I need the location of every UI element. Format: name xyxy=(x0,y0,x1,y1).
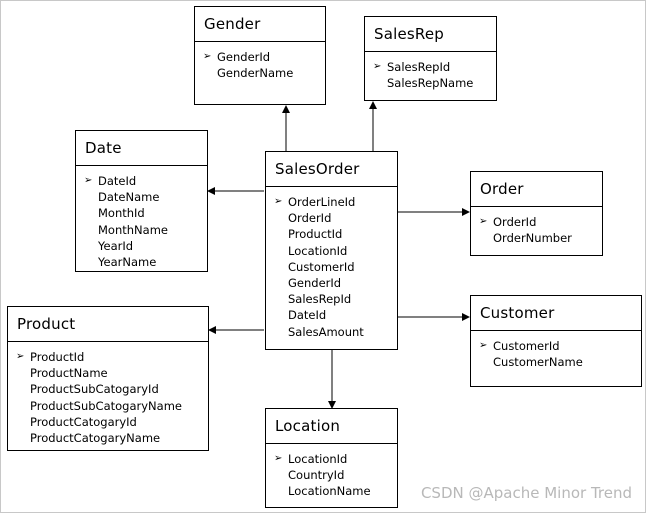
entity-date-fields: ➢ DateId DateName MonthId MonthName YearI… xyxy=(76,166,207,270)
primary-key-arrow-icon: ➢ xyxy=(373,61,382,72)
entity-location-title: Location xyxy=(266,409,397,444)
field-product-productid[interactable]: ➢ ProductId xyxy=(8,349,208,365)
field-label: ProductId xyxy=(30,350,85,364)
field-label: GenderName xyxy=(217,66,294,81)
field-label: GenderId xyxy=(217,50,271,64)
field-salesorder-salesrepid[interactable]: SalesRepId xyxy=(266,291,397,307)
entity-product[interactable]: Product ➢ ProductId ProductName ProductSu… xyxy=(7,306,209,451)
field-label: SalesRepId xyxy=(387,60,451,74)
field-label: CustomerId xyxy=(493,339,560,353)
field-label: ProductSubCatogaryName xyxy=(30,398,182,413)
field-product-productcatogaryid[interactable]: ProductCatogaryId xyxy=(8,414,208,430)
field-label: OrderId xyxy=(493,215,537,229)
field-label: DateId xyxy=(98,174,137,188)
field-order-ordernumber[interactable]: OrderNumber xyxy=(471,230,602,246)
field-salesorder-dateid[interactable]: DateId xyxy=(266,307,397,323)
field-label: GenderId xyxy=(288,275,342,290)
entity-order-fields: ➢ OrderId OrderNumber xyxy=(471,207,602,246)
field-customer-customername[interactable]: CustomerName xyxy=(471,354,641,370)
entity-gender-fields: ➢ GenderId GenderName xyxy=(195,42,325,81)
field-product-productcatogaryname[interactable]: ProductCatogaryName xyxy=(8,430,208,446)
field-label: CustomerName xyxy=(493,355,583,370)
field-salesorder-orderid[interactable]: OrderId xyxy=(266,210,397,226)
field-label: OrderId xyxy=(288,211,332,226)
primary-key-arrow-icon: ➢ xyxy=(84,175,93,186)
entity-customer[interactable]: Customer ➢ CustomerId CustomerName xyxy=(470,295,642,387)
entity-gender-title: Gender xyxy=(195,7,325,42)
field-location-locationid[interactable]: ➢ LocationId xyxy=(266,451,397,467)
primary-key-arrow-icon: ➢ xyxy=(274,196,283,207)
field-label: MonthName xyxy=(98,222,168,237)
field-product-productname[interactable]: ProductName xyxy=(8,365,208,381)
field-location-locationname[interactable]: LocationName xyxy=(266,483,397,499)
field-label: DateId xyxy=(288,308,327,323)
field-label: LocationId xyxy=(288,243,348,258)
field-date-yearid[interactable]: YearId xyxy=(76,238,207,254)
entity-salesorder-fields: ➢ OrderLineId OrderId ProductId LocationI… xyxy=(266,187,397,340)
field-salesorder-genderid[interactable]: GenderId xyxy=(266,275,397,291)
field-salesorder-productid[interactable]: ProductId xyxy=(266,226,397,242)
entity-customer-title: Customer xyxy=(471,296,641,331)
field-label: ProductId xyxy=(288,227,343,242)
watermark-text: CSDN @Apache Minor Trend xyxy=(420,484,632,502)
field-label: MonthId xyxy=(98,206,145,221)
entity-order-title: Order xyxy=(471,172,602,207)
entity-salesrep-fields: ➢ SalesRepId SalesRepName xyxy=(365,52,496,91)
field-product-productsubcatogaryid[interactable]: ProductSubCatogaryId xyxy=(8,381,208,397)
entity-salesrep[interactable]: SalesRep ➢ SalesRepId SalesRepName xyxy=(364,16,497,101)
field-label: DateName xyxy=(98,190,160,205)
field-label: OrderNumber xyxy=(493,231,572,246)
field-date-datename[interactable]: DateName xyxy=(76,189,207,205)
entity-product-fields: ➢ ProductId ProductName ProductSubCatogar… xyxy=(8,342,208,446)
field-salesorder-salesamount[interactable]: SalesAmount xyxy=(266,324,397,340)
field-location-countryid[interactable]: CountryId xyxy=(266,467,397,483)
primary-key-arrow-icon: ➢ xyxy=(16,351,25,362)
field-label: YearId xyxy=(98,238,134,253)
field-label: ProductCatogaryId xyxy=(30,414,137,429)
entity-location[interactable]: Location ➢ LocationId CountryId LocationN… xyxy=(265,408,398,508)
entity-date-title: Date xyxy=(76,131,207,166)
field-label: CountryId xyxy=(288,468,345,483)
primary-key-arrow-icon: ➢ xyxy=(203,51,212,62)
field-label: LocationId xyxy=(288,452,348,466)
field-gender-gendername[interactable]: GenderName xyxy=(195,65,325,81)
field-label: ProductName xyxy=(30,366,108,381)
entity-salesorder[interactable]: SalesOrder ➢ OrderLineId OrderId ProductI… xyxy=(265,151,398,350)
field-salesorder-locationid[interactable]: LocationId xyxy=(266,243,397,259)
primary-key-arrow-icon: ➢ xyxy=(479,340,488,351)
entity-date[interactable]: Date ➢ DateId DateName MonthId MonthName … xyxy=(75,130,208,272)
entity-salesorder-title: SalesOrder xyxy=(266,152,397,187)
field-product-productsubcatogaryname[interactable]: ProductSubCatogaryName xyxy=(8,398,208,414)
field-date-monthname[interactable]: MonthName xyxy=(76,222,207,238)
field-order-orderid[interactable]: ➢ OrderId xyxy=(471,214,602,230)
field-label: ProductSubCatogaryId xyxy=(30,382,159,397)
field-gender-genderid[interactable]: ➢ GenderId xyxy=(195,49,325,65)
field-date-yearname[interactable]: YearName xyxy=(76,254,207,270)
field-label: OrderLineId xyxy=(288,195,356,209)
field-label: SalesRepId xyxy=(288,292,352,307)
field-date-dateid[interactable]: ➢ DateId xyxy=(76,173,207,189)
primary-key-arrow-icon: ➢ xyxy=(274,453,283,464)
primary-key-arrow-icon: ➢ xyxy=(479,216,488,227)
field-label: YearName xyxy=(98,254,157,269)
entity-customer-fields: ➢ CustomerId CustomerName xyxy=(471,331,641,370)
field-salesorder-customerid[interactable]: CustomerId xyxy=(266,259,397,275)
entity-product-title: Product xyxy=(8,307,208,342)
field-label: CustomerId xyxy=(288,259,355,274)
entity-location-fields: ➢ LocationId CountryId LocationName xyxy=(266,444,397,500)
field-label: SalesAmount xyxy=(288,324,364,339)
field-label: SalesRepName xyxy=(387,76,474,91)
field-customer-customerid[interactable]: ➢ CustomerId xyxy=(471,338,641,354)
field-date-monthid[interactable]: MonthId xyxy=(76,205,207,221)
field-salesorder-orderlineid[interactable]: ➢ OrderLineId xyxy=(266,194,397,210)
field-label: ProductCatogaryName xyxy=(30,430,161,445)
field-label: LocationName xyxy=(288,484,371,499)
field-salesrep-salesrepname[interactable]: SalesRepName xyxy=(365,75,496,91)
entity-salesrep-title: SalesRep xyxy=(365,17,496,52)
entity-order[interactable]: Order ➢ OrderId OrderNumber xyxy=(470,171,603,256)
field-salesrep-salesrepid[interactable]: ➢ SalesRepId xyxy=(365,59,496,75)
entity-gender[interactable]: Gender ➢ GenderId GenderName xyxy=(194,6,326,105)
